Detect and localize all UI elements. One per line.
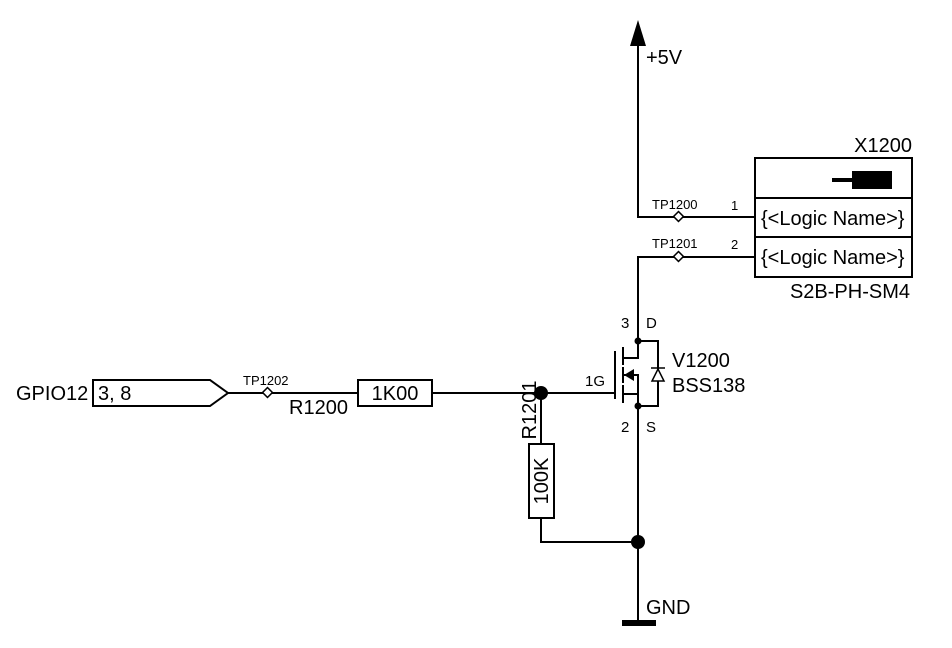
input-port-gpio12: GPIO12 3, 8 (16, 379, 230, 407)
tp1200-label: TP1200 (652, 197, 698, 212)
resistor-r1201-ref: R1201 (519, 381, 541, 440)
resistor-r1200-value: 1K00 (372, 383, 419, 405)
mosfet-v1200: 3 D 1G 2 S V1200 BSS138 (585, 315, 745, 543)
connector-pin2-logic-name: {<Logic Name>} (761, 247, 905, 269)
connector-x1200: X1200 {<Logic Name>} {<Logic Name>} S2B-… (754, 135, 913, 303)
tp1202-label: TP1202 (243, 373, 289, 388)
mosfet-part: BSS138 (672, 375, 745, 397)
connector-icon (852, 171, 892, 189)
power-5v-symbol: +5V (630, 20, 683, 218)
test-point-tp1201 (672, 250, 685, 263)
body-diode-icon (650, 367, 666, 382)
resistor-r1200: 1K00 R1200 (289, 379, 433, 419)
mosfet-drain-pin-number: 3 (621, 315, 629, 332)
ground-icon (622, 620, 656, 626)
net-gate: TP1202 (227, 373, 616, 400)
input-port-name: GPIO12 (16, 383, 88, 405)
mosfet-drain-label: D (646, 315, 657, 332)
ground-symbol: GND (622, 535, 690, 626)
test-point-tp1202 (261, 386, 274, 399)
connector-pin1-number: 1 (731, 198, 738, 213)
net-5v-to-pin1: TP1200 1 (637, 197, 756, 223)
mosfet-source-label: S (646, 419, 656, 436)
mosfet-source-pin-number: 2 (621, 419, 629, 436)
connector-pin1-logic-name: {<Logic Name>} (761, 208, 905, 230)
resistor-r1201: 100K R1201 (519, 381, 639, 543)
connector-part: S2B-PH-SM4 (790, 281, 910, 303)
tp1201-label: TP1201 (652, 236, 698, 251)
connector-ref: X1200 (854, 135, 912, 157)
mosfet-gate-label: 1G (585, 373, 605, 390)
net-pin2-to-drain: TP1201 2 (637, 236, 756, 342)
power-label: +5V (646, 47, 683, 69)
input-port-refs: 3, 8 (98, 383, 131, 405)
resistor-r1201-value: 100K (531, 457, 553, 504)
test-point-tp1200 (672, 210, 685, 223)
mosfet-ref: V1200 (672, 350, 730, 372)
resistor-r1200-ref: R1200 (289, 397, 348, 419)
connector-pin2-number: 2 (731, 237, 738, 252)
ground-label: GND (646, 597, 690, 619)
